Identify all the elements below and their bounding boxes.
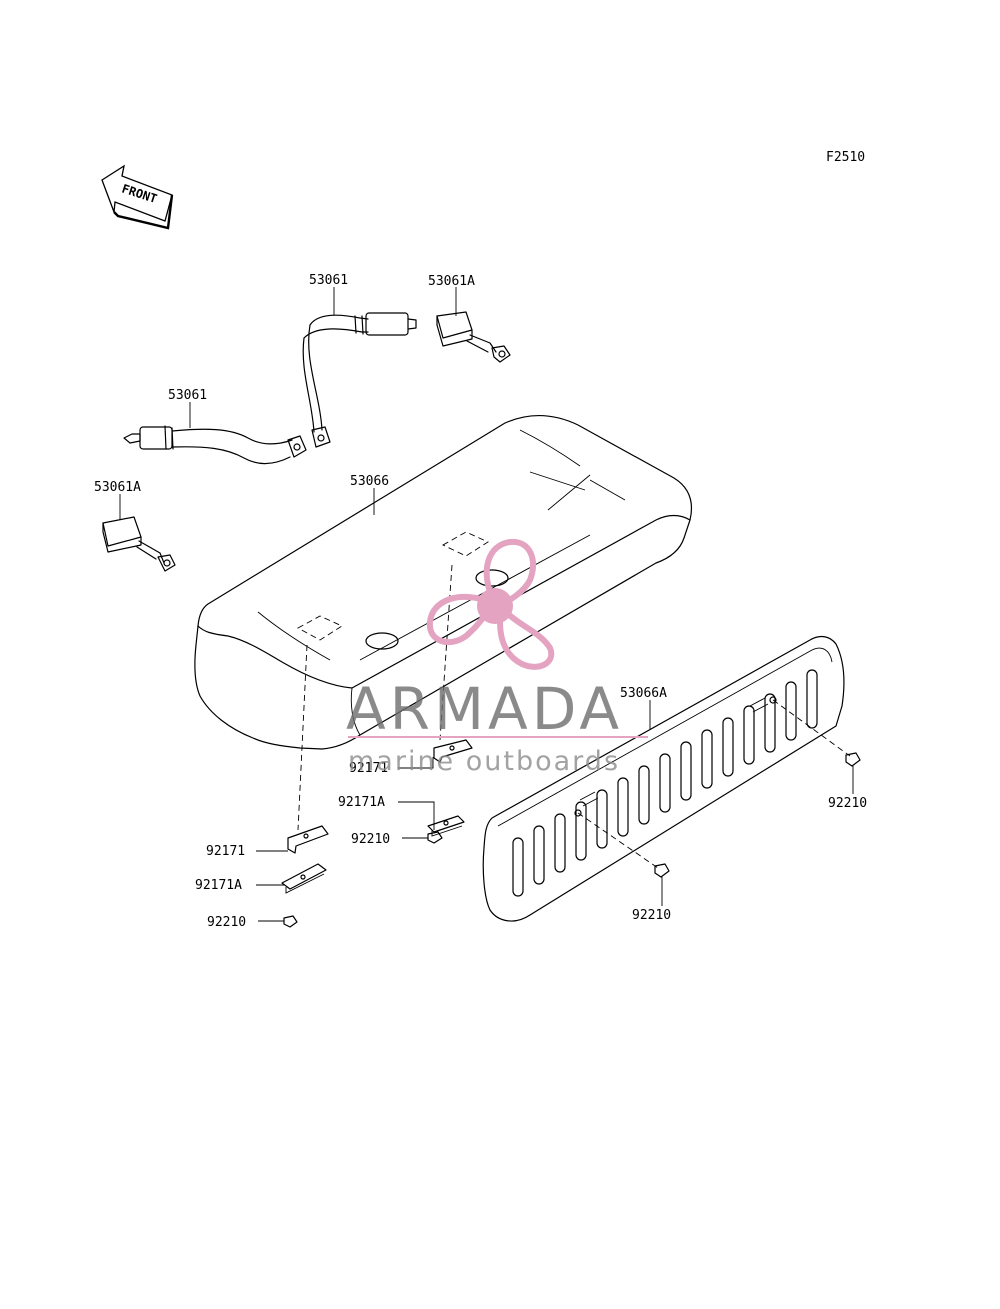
front-arrow-icon: FRONT bbox=[101, 164, 174, 230]
callout-buckle-upper: 53061A bbox=[428, 274, 475, 289]
bracket-left bbox=[287, 825, 329, 854]
watermark-brand: ARMADA bbox=[346, 675, 623, 743]
buckle-left bbox=[102, 516, 176, 572]
callout-nut-right: 92210 bbox=[828, 796, 867, 811]
propeller-logo-icon bbox=[426, 538, 555, 670]
leader-lines bbox=[119, 287, 854, 922]
callout-belt-upper: 53061 bbox=[309, 273, 348, 288]
callout-buckle-left: 53061A bbox=[94, 480, 141, 495]
bracket-left-a bbox=[281, 863, 327, 894]
watermark: ARMADA marine outboards bbox=[346, 538, 648, 777]
seat-cushion bbox=[194, 415, 693, 831]
callout-nut-center: 92210 bbox=[351, 832, 390, 847]
callout-seat-back: 53066A bbox=[620, 686, 667, 701]
seat-back-panel bbox=[482, 635, 851, 922]
bracket-center-a bbox=[427, 815, 465, 837]
vent-slots bbox=[512, 669, 818, 897]
nut-left bbox=[283, 915, 298, 928]
seat-belt-left bbox=[123, 425, 307, 465]
bracket-center bbox=[433, 739, 473, 763]
watermark-underline bbox=[348, 736, 648, 738]
figure-code: F2510 bbox=[826, 150, 865, 165]
callout-bracket-center-a: 92171A bbox=[338, 795, 385, 810]
nut-right bbox=[845, 752, 861, 767]
callout-bracket-left-a: 92171A bbox=[195, 878, 242, 893]
callout-belt-left: 53061 bbox=[168, 388, 207, 403]
buckle-upper bbox=[436, 311, 511, 363]
callout-bracket-left: 92171 bbox=[206, 844, 245, 859]
callout-nut-panel: 92210 bbox=[632, 908, 671, 923]
callout-seat-cushion: 53066 bbox=[350, 474, 389, 489]
watermark-tagline: marine outboards bbox=[348, 746, 620, 777]
callout-nut-left: 92210 bbox=[207, 915, 246, 930]
nut-panel bbox=[654, 863, 670, 878]
callout-bracket-center: 92171 bbox=[349, 761, 388, 776]
seat-belt-upper bbox=[302, 312, 417, 448]
nut-center bbox=[427, 831, 443, 844]
